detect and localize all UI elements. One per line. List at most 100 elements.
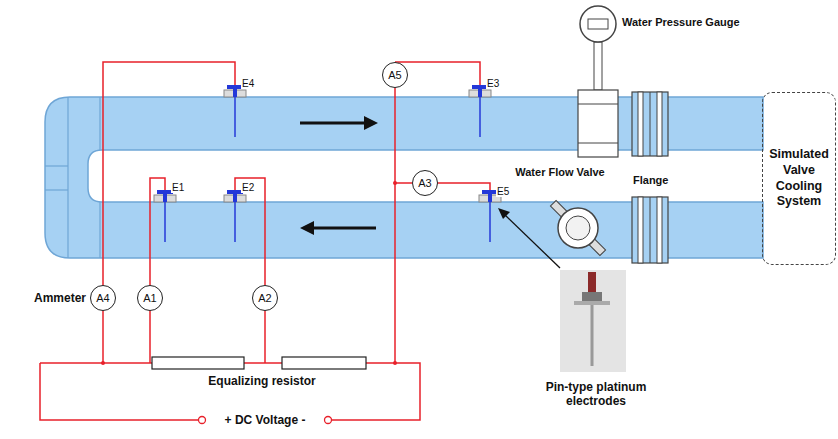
electrode-label: E4 bbox=[241, 78, 255, 89]
electrode-photo bbox=[591, 305, 594, 366]
ammeter-label: Ammeter bbox=[34, 291, 86, 305]
flow-valve bbox=[550, 200, 605, 255]
system-box: Simulated Valve Cooling System bbox=[762, 92, 836, 265]
ammeter-circle: A1 bbox=[137, 285, 163, 311]
red-wire bbox=[103, 62, 235, 285]
voltage-label-box: + DC Voltage - bbox=[224, 413, 307, 427]
red-wire bbox=[394, 88, 396, 363]
flange-label-box: Flange bbox=[632, 174, 669, 187]
flow-arrow bbox=[312, 227, 376, 230]
red-wire bbox=[40, 362, 152, 364]
gauge-label: Water Pressure Gauge bbox=[622, 16, 740, 28]
platinum-electrode bbox=[488, 190, 492, 202]
pressure-gauge bbox=[578, 6, 618, 157]
ammeter-name: A3 bbox=[418, 177, 431, 189]
platinum-electrode bbox=[163, 190, 167, 202]
red-wire bbox=[149, 311, 151, 363]
resistor-symbol bbox=[152, 357, 366, 369]
electrode-photo bbox=[582, 292, 602, 301]
electrode-label-box: E3 bbox=[486, 78, 500, 90]
platinum-electrode bbox=[233, 85, 237, 97]
system-name: Simulated Valve Cooling System bbox=[767, 147, 831, 210]
voltage-label: + DC Voltage - bbox=[224, 413, 307, 427]
red-wire bbox=[438, 183, 490, 190]
resistor-label-box: Equalizing resistor bbox=[208, 374, 315, 388]
voltage-terminal bbox=[199, 417, 206, 424]
ammeter-circle: A3 bbox=[412, 170, 438, 196]
electrode-photo bbox=[574, 301, 610, 305]
platinum-electrode bbox=[154, 85, 501, 242]
red-wire bbox=[150, 178, 165, 285]
electrode-photo bbox=[560, 270, 626, 372]
red-wire bbox=[264, 311, 266, 363]
resistor-symbol bbox=[282, 357, 366, 369]
ammeter-name: A2 bbox=[258, 292, 271, 304]
pressure-gauge bbox=[588, 19, 608, 29]
flow-arrow bbox=[300, 116, 378, 235]
gauge-label-box: Water Pressure Gauge bbox=[622, 16, 740, 29]
platinum-electrode bbox=[478, 85, 482, 97]
electrode-label-box: E1 bbox=[171, 182, 185, 194]
pipe-flange bbox=[638, 197, 643, 263]
water-pipe bbox=[67, 97, 68, 258]
pipe-flange bbox=[657, 92, 662, 156]
electrode-label: E5 bbox=[496, 186, 510, 197]
pipe-flange bbox=[632, 197, 668, 263]
resistor-label: Equalizing resistor bbox=[208, 374, 315, 388]
red-wire bbox=[395, 182, 412, 184]
pipe-flange bbox=[638, 92, 643, 156]
electrode-label-box: E5 bbox=[496, 186, 510, 198]
ammeter-circle: A2 bbox=[252, 285, 278, 311]
pressure-gauge bbox=[594, 42, 602, 90]
pipe-flange bbox=[650, 92, 651, 156]
pressure-gauge bbox=[580, 6, 616, 42]
red-wire bbox=[102, 311, 104, 363]
platinum-electrode bbox=[164, 202, 166, 242]
pipe-flange bbox=[632, 92, 668, 156]
leader-arrow bbox=[504, 214, 560, 268]
red-wire bbox=[332, 363, 420, 420]
ammeter-label-box: Ammeter bbox=[34, 291, 86, 305]
pipe-flange bbox=[657, 197, 662, 263]
flow-valve bbox=[550, 200, 605, 255]
photo-caption-box: Pin-type platinum electrodes bbox=[536, 380, 656, 409]
flange-label: Flange bbox=[632, 174, 669, 186]
water-pipe bbox=[99, 97, 100, 150]
pipe-flange bbox=[650, 197, 651, 263]
valve-label-box: Water Flow Valve bbox=[514, 166, 605, 179]
platinum-electrode bbox=[234, 202, 236, 242]
electrode-label: E2 bbox=[241, 182, 255, 193]
ammeter-circle: A5 bbox=[382, 62, 408, 88]
platinum-electrode bbox=[479, 97, 481, 137]
leader-arrow bbox=[498, 208, 510, 219]
red-wire bbox=[40, 363, 198, 420]
electrode-label-box: E4 bbox=[241, 78, 255, 90]
ammeter-circle: A4 bbox=[90, 285, 116, 311]
flow-arrow bbox=[364, 116, 378, 130]
flow-arrow bbox=[300, 221, 314, 235]
electrode-photo bbox=[588, 272, 596, 292]
electrode-label: E3 bbox=[486, 78, 500, 89]
water-pipe bbox=[99, 202, 100, 258]
wire-junction bbox=[393, 181, 397, 185]
platinum-electrode bbox=[234, 97, 236, 137]
water-pipe bbox=[45, 189, 68, 190]
pressure-gauge bbox=[578, 90, 618, 157]
red-wire bbox=[40, 62, 490, 420]
platinum-electrode bbox=[233, 190, 237, 202]
ammeter-name: A1 bbox=[143, 292, 156, 304]
electrode-label-box: E2 bbox=[241, 182, 255, 194]
pressure-gauge bbox=[578, 104, 618, 105]
water-pipe bbox=[45, 165, 68, 166]
wire-junction bbox=[101, 361, 105, 365]
photo-caption: Pin-type platinum electrodes bbox=[546, 380, 647, 408]
leader-arrow bbox=[498, 208, 560, 268]
flow-valve bbox=[558, 208, 598, 248]
valve-label: Water Flow Valve bbox=[514, 166, 605, 178]
red-wire bbox=[244, 362, 282, 364]
electrode-label: E1 bbox=[171, 182, 185, 193]
wire-junction bbox=[101, 181, 397, 365]
flow-arrow bbox=[300, 122, 366, 125]
